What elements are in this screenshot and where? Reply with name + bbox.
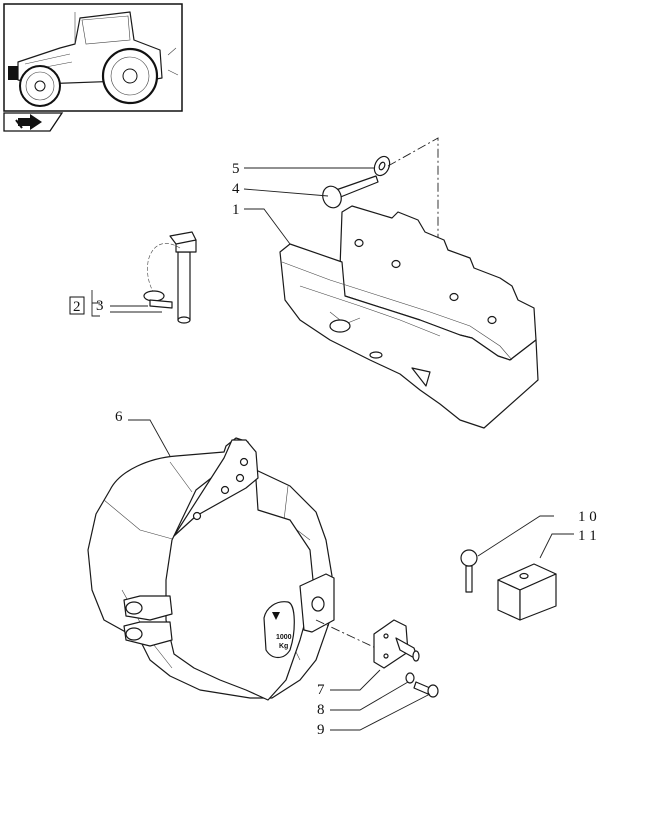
callout-4: 4	[232, 181, 240, 197]
bolt-part-9	[413, 681, 439, 698]
centre-line-1	[387, 137, 439, 303]
weight-badge-unit: Kg	[279, 643, 288, 650]
callout-1: 1	[232, 202, 240, 218]
spacer-block-part-11	[497, 563, 557, 621]
bolt-part-10	[460, 549, 478, 593]
washer-part-8	[405, 672, 415, 684]
tractor-thumbnail-icon[interactable]	[3, 3, 183, 112]
centre-line-2	[315, 619, 381, 651]
callout-6: 6	[115, 409, 123, 425]
pin-plate-part-7	[373, 619, 420, 669]
front-weight-bar-part-1	[279, 205, 539, 429]
callout-box-2	[69, 296, 85, 315]
callout-3: 3	[96, 298, 104, 314]
ballast-weight-part-6	[87, 437, 335, 701]
callout-7: 7	[317, 682, 325, 698]
callout-2: 2	[73, 299, 81, 315]
callout-5: 5	[232, 161, 240, 177]
callout-9: 9	[317, 722, 325, 738]
washer-part-5	[373, 155, 391, 177]
bolt-part-4	[322, 175, 379, 209]
weight-badge-value: 1000	[276, 634, 292, 641]
lynch-pin-part-3	[143, 231, 197, 324]
book-arrow-icon[interactable]	[3, 112, 64, 132]
callout-10: 1 0	[578, 509, 597, 525]
callout-8: 8	[317, 702, 325, 718]
callout-11: 1 1	[578, 528, 597, 544]
leader-lines	[91, 167, 574, 731]
